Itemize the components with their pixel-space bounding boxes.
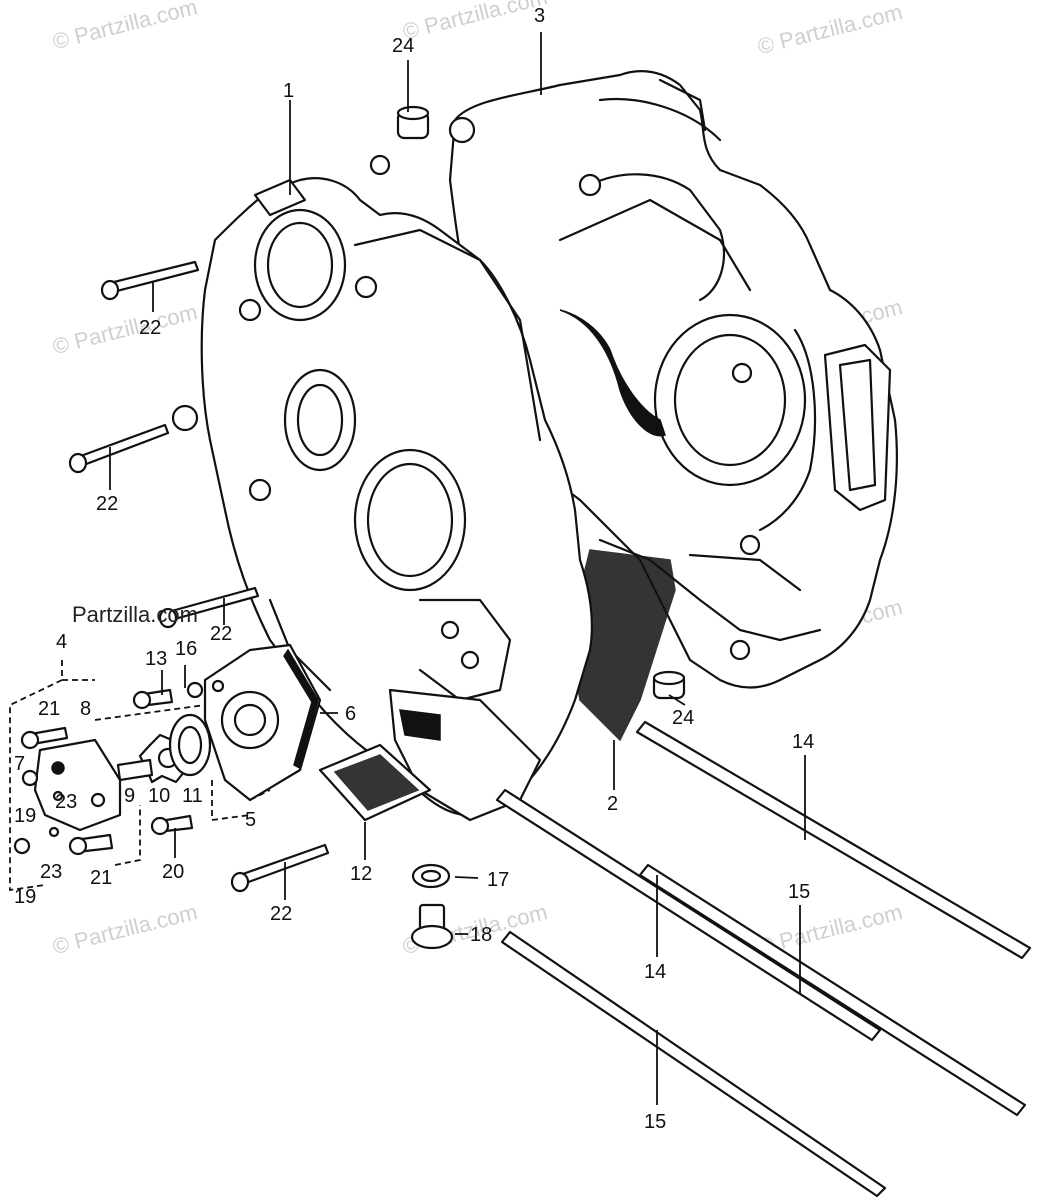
oil-pump-cover: [33, 738, 122, 832]
callout-10: 10: [148, 785, 170, 807]
callout-24: 24: [392, 35, 414, 57]
callout-24: 24: [672, 707, 694, 729]
drain-plug: [410, 903, 454, 950]
bolt-22: [68, 260, 330, 893]
callout-19: 19: [14, 805, 36, 827]
callout-23: 23: [55, 791, 77, 813]
callout-15: 15: [644, 1111, 666, 1133]
left-crankcase: [171, 154, 594, 822]
callout-labels: 1 3 24 22 22 22 22 4 13 16 6 21 8 7 23 1…: [14, 5, 814, 1133]
callout-9: 9: [124, 785, 135, 807]
callout-17: 17: [487, 869, 509, 891]
oil-pump: [203, 643, 322, 802]
watermark-label: Partzilla.com: [72, 602, 198, 627]
callout-7: 7: [14, 753, 25, 775]
screws: [13, 679, 225, 856]
callout-3: 3: [534, 5, 545, 27]
callout-8: 8: [80, 698, 91, 720]
callout-13: 13: [145, 648, 167, 670]
stud-bolts: [495, 720, 1032, 1198]
callout-2: 2: [607, 793, 618, 815]
leader-lines: [9, 32, 806, 1105]
callout-15: 15: [788, 881, 810, 903]
callout-14: 14: [792, 731, 814, 753]
callout-22: 22: [139, 317, 161, 339]
right-crankcase: [448, 70, 898, 689]
callout-20: 20: [162, 861, 184, 883]
drain-washer: [411, 863, 451, 889]
callout-21: 21: [38, 698, 60, 720]
oil-strainer-screen: [318, 743, 432, 822]
callout-11: 11: [182, 785, 203, 807]
callout-6: 6: [345, 703, 356, 725]
callout-22: 22: [210, 623, 232, 645]
dowel-pin-24: [396, 105, 686, 700]
callout-22: 22: [270, 903, 292, 925]
callout-18: 18: [470, 924, 492, 946]
callout-21: 21: [90, 867, 112, 889]
callout-23: 23: [40, 861, 62, 883]
callout-16: 16: [175, 638, 197, 660]
callout-5: 5: [245, 809, 256, 831]
pump-rotor: [116, 713, 212, 784]
callout-12: 12: [350, 863, 372, 885]
callout-22: 22: [96, 493, 118, 515]
callout-14: 14: [644, 961, 666, 983]
callout-19: 19: [14, 886, 36, 908]
callout-4: 4: [56, 631, 67, 653]
callout-1: 1: [283, 80, 294, 102]
